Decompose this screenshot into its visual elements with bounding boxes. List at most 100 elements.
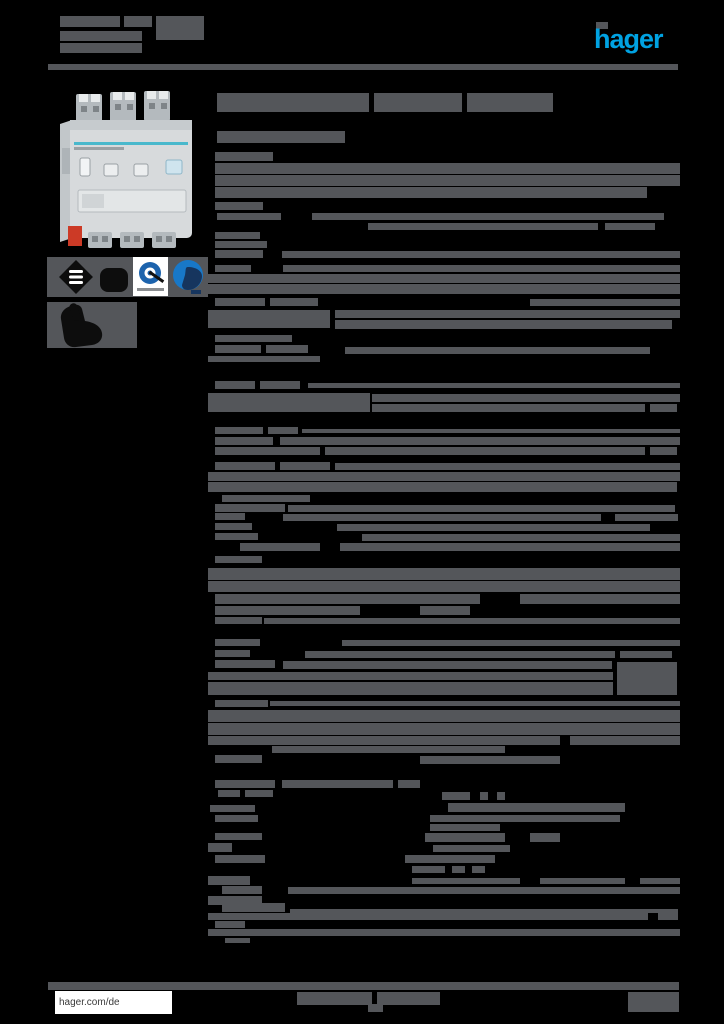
redacted-text-block xyxy=(260,381,300,389)
redacted-text-block xyxy=(658,913,678,920)
redacted-text-block xyxy=(472,866,485,873)
redacted-text-block xyxy=(208,896,262,905)
redacted-text-block xyxy=(617,662,677,695)
redacted-text-block xyxy=(215,523,252,530)
redacted-text-block xyxy=(156,16,204,40)
redacted-text-block xyxy=(305,651,615,658)
hand-symbol-icon xyxy=(60,303,103,348)
redacted-text-block xyxy=(245,790,273,797)
redacted-text-block xyxy=(335,320,672,329)
redacted-text-block xyxy=(215,921,245,928)
redacted-text-block xyxy=(372,394,680,402)
redacted-text-block xyxy=(448,803,625,812)
redacted-text-block xyxy=(215,462,275,470)
redacted-text-block xyxy=(208,723,680,735)
redacted-text-block xyxy=(215,617,262,624)
redacted-text-block xyxy=(208,472,680,481)
round-blue-badge xyxy=(171,257,205,296)
redacted-text-block xyxy=(215,345,261,353)
redacted-text-block xyxy=(268,427,298,434)
redacted-text-block xyxy=(405,855,495,863)
redacted-text-block xyxy=(225,938,250,943)
redacted-text-block xyxy=(48,982,679,990)
redacted-text-block xyxy=(208,581,680,592)
redacted-text-block xyxy=(368,223,598,230)
redacted-text-block xyxy=(288,887,680,894)
redacted-text-block xyxy=(340,543,680,551)
redacted-text-block xyxy=(650,404,677,412)
redacted-text-block xyxy=(208,682,613,695)
redacted-text-block xyxy=(60,16,120,27)
redacted-text-block xyxy=(215,780,275,788)
redacted-text-block xyxy=(628,992,679,1012)
redacted-text-block xyxy=(208,482,677,492)
redacted-text-block xyxy=(215,298,265,306)
redacted-text-block xyxy=(208,284,680,294)
redacted-text-block xyxy=(420,756,560,764)
redacted-text-block xyxy=(452,866,465,873)
redacted-text-block xyxy=(362,534,680,541)
redacted-text-block xyxy=(215,513,245,520)
footer-linkbox: hager.com/de xyxy=(55,991,172,1014)
redacted-text-block xyxy=(430,815,620,822)
redacted-text-block xyxy=(210,805,255,812)
redacted-text-block xyxy=(398,780,420,788)
redacted-text-block xyxy=(283,661,612,669)
redacted-text-block xyxy=(208,568,680,580)
redacted-text-block xyxy=(264,618,680,624)
redacted-text-block xyxy=(280,437,680,445)
redacted-text-block xyxy=(615,514,678,521)
redacted-text-block xyxy=(497,792,505,800)
redacted-text-block xyxy=(290,909,678,913)
redacted-text-block xyxy=(215,556,262,563)
redacted-text-block xyxy=(480,792,488,800)
redacted-text-block xyxy=(412,878,520,884)
redacted-text-block xyxy=(345,347,650,354)
q-quality-icon xyxy=(137,262,165,291)
q-quality-badge xyxy=(133,257,168,296)
redacted-text-block xyxy=(215,606,360,615)
redacted-text-block xyxy=(282,251,680,258)
redacted-text-block xyxy=(217,93,369,112)
redacted-text-block xyxy=(208,710,680,722)
footer-site-link: hager.com/de xyxy=(59,997,120,1008)
redacted-text-block xyxy=(335,463,680,470)
redacted-text-block xyxy=(270,298,318,306)
redacted-text-block xyxy=(425,833,505,842)
redacted-text-block xyxy=(208,876,250,885)
redacted-text-block xyxy=(215,533,258,540)
redacted-text-block xyxy=(208,310,330,328)
redacted-text-block xyxy=(215,815,258,822)
redacted-text-block xyxy=(335,310,680,318)
redacted-text-block xyxy=(208,274,680,283)
redacted-text-block xyxy=(288,505,675,512)
redacted-text-block xyxy=(420,606,470,615)
redacted-text-block xyxy=(283,514,601,521)
redacted-text-block xyxy=(215,700,268,707)
redacted-text-block xyxy=(605,223,655,230)
redacted-text-block xyxy=(215,202,263,210)
redacted-text-block xyxy=(374,93,462,112)
hand-symbol-strip xyxy=(47,302,137,348)
redacted-text-block xyxy=(218,790,240,797)
redacted-text-block xyxy=(368,1004,383,1012)
redacted-text-block xyxy=(222,903,285,912)
redacted-text-block xyxy=(208,356,320,362)
redacted-text-block xyxy=(215,447,320,455)
redacted-text-block xyxy=(60,43,142,53)
redacted-text-block xyxy=(342,640,680,646)
redacted-text-block xyxy=(520,594,680,604)
redacted-text-block xyxy=(208,672,613,680)
redacted-text-block xyxy=(530,833,560,842)
redacted-text-block xyxy=(377,992,440,1005)
redacted-text-block xyxy=(620,651,672,658)
redacted-text-block xyxy=(272,746,505,753)
redacted-text-block xyxy=(222,495,310,502)
redacted-text-block xyxy=(215,650,250,657)
redacted-text-block xyxy=(215,250,263,258)
redacted-text-block xyxy=(337,524,650,531)
redacted-text-block xyxy=(215,437,273,445)
redacted-text-block xyxy=(433,845,510,852)
